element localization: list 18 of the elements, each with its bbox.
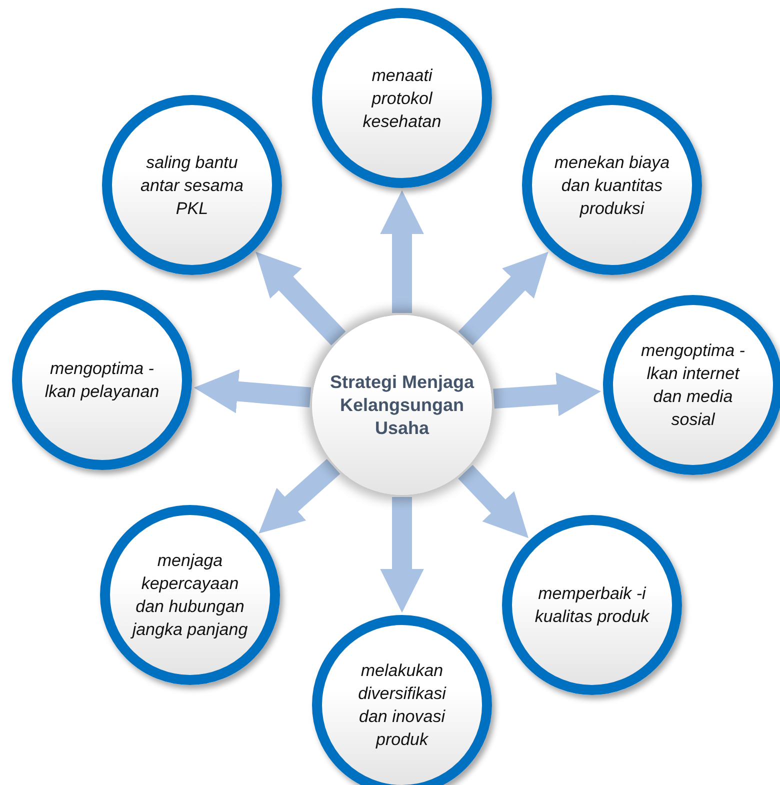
strategy-label: menekan biaya dan kuantitas produksi <box>553 152 671 220</box>
block-arrow <box>493 372 602 416</box>
strategy-label: mengoptima -lkan pelayanan <box>44 358 160 403</box>
block-arrow <box>258 458 340 534</box>
block-arrow <box>380 190 424 313</box>
strategy-label: saling bantu antar sesama PKL <box>140 152 244 220</box>
strategy-label: mengoptima -lkan internet dan media sosial <box>640 340 746 431</box>
strategy-label: memperbaik -i kualitas produk <box>534 583 651 628</box>
center-title: Strategi Menjaga Kelangsungan Usaha <box>328 370 476 440</box>
strategy-label: menaati protokol kesehatan <box>362 64 442 132</box>
block-arrow <box>458 464 528 538</box>
strategy-label: melakukan diversifikasi dan inovasi produk <box>357 660 448 751</box>
block-arrow <box>458 252 548 346</box>
block-arrow <box>380 497 424 613</box>
block-arrow <box>256 252 346 346</box>
block-arrow <box>194 369 312 414</box>
center-circle <box>312 315 492 495</box>
strategy-label: menjaga kepercayaan dan hubungan jangka panjang <box>131 550 249 641</box>
